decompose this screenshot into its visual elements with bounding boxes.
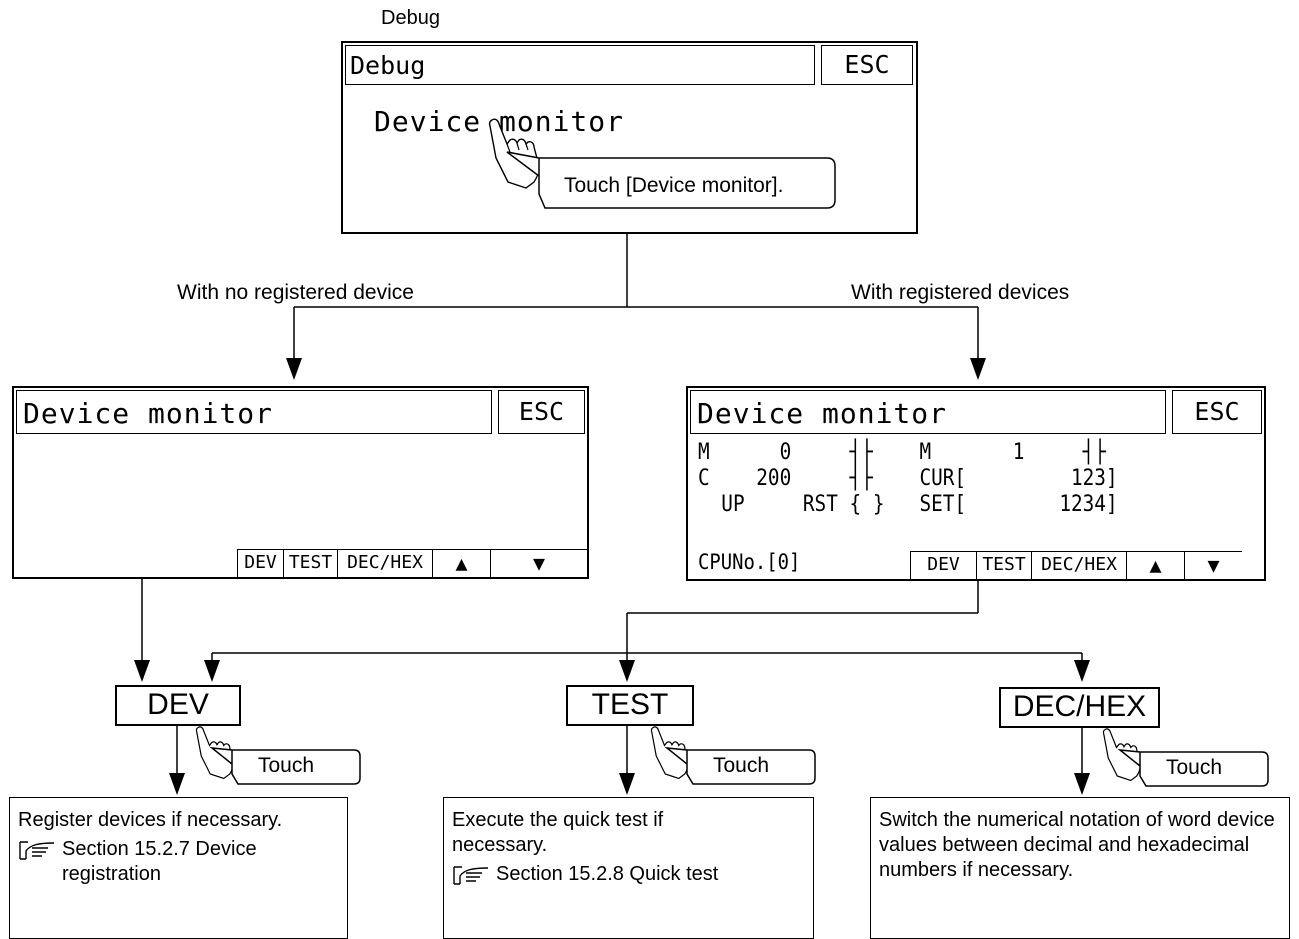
touch-hand-icon-test: [650, 726, 689, 780]
dev-reference-link[interactable]: Section 15.2.7 Device registration: [62, 838, 257, 885]
registered-esc-label: ESC: [1194, 397, 1240, 426]
monitor-row-3: UP RST { } SET[ 1234]: [698, 492, 1118, 517]
touch-hand-icon-dev: [195, 726, 234, 780]
touch-bubble-dechex: [1118, 749, 1269, 787]
callout-bubble-top: [506, 151, 836, 209]
touch-bubble-dev: [210, 747, 361, 785]
monitor-row-1: M 0 ┤├ M 1 ┤├: [698, 440, 1106, 465]
dechex-description-text: Switch the numerical notation of word de…: [879, 809, 1275, 881]
monitor-row-2: C 200 ┤├ CUR[ 123]: [698, 466, 1118, 491]
debug-esc-label: ESC: [844, 50, 890, 79]
touch-bubble-test: [665, 747, 816, 785]
branch-label-registered: With registered devices: [851, 281, 1070, 304]
debug-title-bar: Debug: [345, 45, 815, 85]
registered-dev-button[interactable]: DEV: [910, 551, 976, 579]
reference-pointer-icon: [19, 841, 55, 860]
empty-window-title: Device monitor: [23, 397, 274, 430]
branch-label-no-device: With no registered device: [177, 281, 414, 304]
registered-title-bar: Device monitor: [690, 390, 1166, 434]
debug-window-title: Debug: [350, 51, 426, 80]
touch-label-dev: Touch: [258, 754, 315, 777]
empty-function-buttons: DEV TEST DEC/HEX ▲ ▼: [237, 549, 587, 577]
registered-window-title: Device monitor: [697, 397, 948, 430]
registered-up-button[interactable]: ▲: [1126, 551, 1184, 579]
debug-caption: Debug: [381, 7, 440, 29]
empty-esc-button[interactable]: ESC: [498, 390, 585, 434]
empty-esc-label: ESC: [518, 397, 565, 426]
empty-up-button[interactable]: ▲: [432, 549, 490, 577]
dev-key[interactable]: DEV: [115, 685, 241, 726]
device-monitor-empty-screen: Device monitor ESC DEV TEST DEC/HEX ▲ ▼: [12, 386, 589, 579]
reference-pointer-icon: [453, 866, 489, 885]
test-reference: Section 15.2.8 Quick test: [452, 862, 805, 887]
test-reference-link[interactable]: Section 15.2.8 Quick test: [496, 863, 719, 885]
empty-title-bar: Device monitor: [16, 390, 492, 434]
registered-down-button[interactable]: ▼: [1184, 551, 1242, 579]
registered-dechex-button[interactable]: DEC/HEX: [1031, 551, 1126, 579]
registered-function-buttons: DEV TEST DEC/HEX ▲ ▼: [910, 551, 1242, 579]
test-key[interactable]: TEST: [566, 685, 694, 726]
cpu-number: CPUNo.[0]: [698, 550, 801, 574]
dev-description-box: Register devices if necessary. Section 1…: [9, 797, 348, 939]
dechex-key[interactable]: DEC/HEX: [999, 687, 1160, 728]
registered-test-button[interactable]: TEST: [976, 551, 1031, 579]
dechex-description-box: Switch the numerical notation of word de…: [870, 797, 1290, 939]
touch-hand-icon-dechex: [1102, 728, 1141, 782]
empty-dev-button[interactable]: DEV: [237, 549, 283, 577]
device-monitor-registered-screen: Device monitor ESC M 0 ┤├ M 1 ┤├ C 200 ┤…: [686, 386, 1266, 581]
device-monitor-menu-item[interactable]: Device monitor: [374, 105, 625, 138]
empty-dechex-button[interactable]: DEC/HEX: [337, 549, 432, 577]
empty-test-button[interactable]: TEST: [283, 549, 337, 577]
test-description-text: Execute the quick test if necessary.: [452, 809, 664, 856]
touch-label-test: Touch: [713, 754, 770, 777]
registered-esc-button[interactable]: ESC: [1172, 390, 1262, 434]
dev-description-text: Register devices if necessary.: [18, 809, 283, 831]
touch-label-dechex: Touch: [1166, 756, 1223, 779]
dev-reference: Section 15.2.7 Device registration: [18, 837, 339, 887]
debug-esc-button[interactable]: ESC: [821, 45, 913, 85]
empty-down-button[interactable]: ▼: [490, 549, 587, 577]
touch-device-monitor-callout: Touch [Device monitor].: [564, 174, 784, 197]
test-description-box: Execute the quick test if necessary. Sec…: [443, 797, 814, 939]
